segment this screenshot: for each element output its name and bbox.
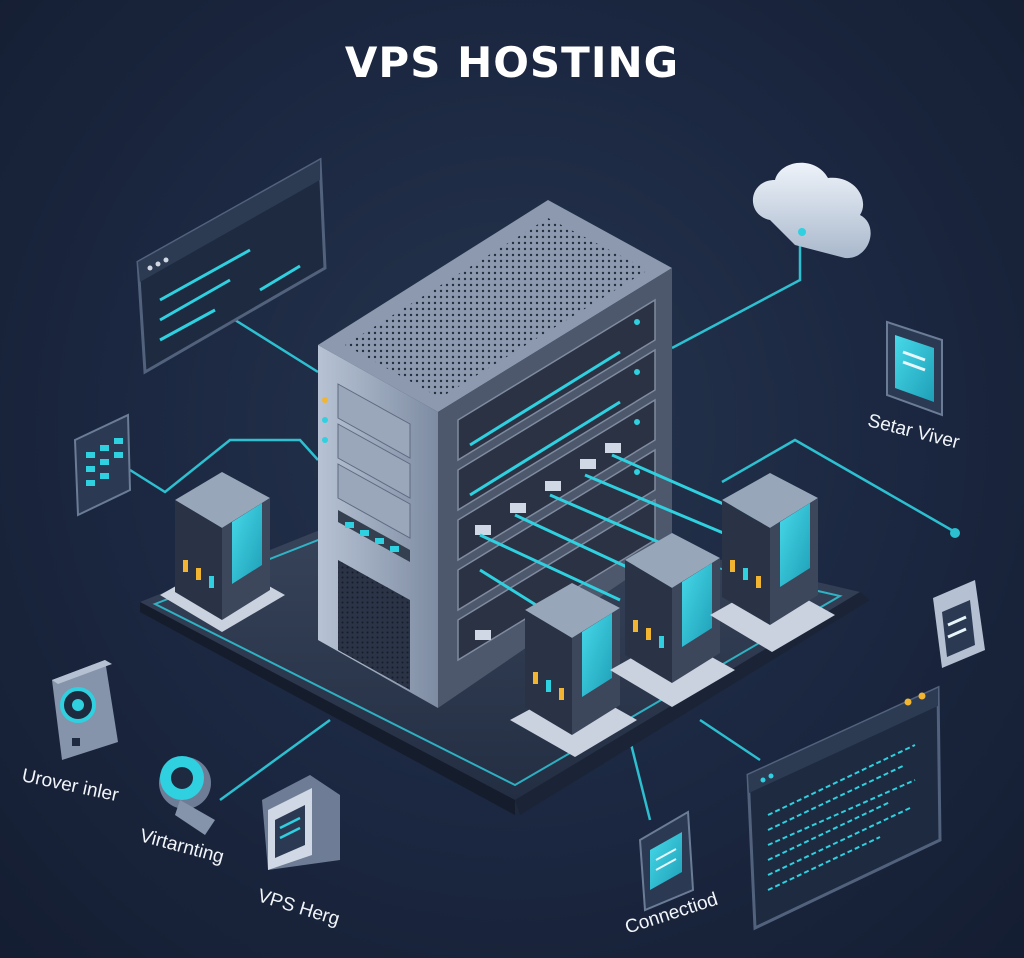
server-screen-icon [886,320,943,417]
vps-unit-right [710,473,835,652]
terminal-window-icon [746,685,942,931]
disk-icon [52,660,118,760]
gear-icon [159,756,215,835]
vps-unit-left [160,472,285,632]
connection-lines [129,235,960,821]
config-icon [638,810,695,912]
cloud-icon [752,162,871,259]
document-icon [262,775,340,870]
vps-unit-middle [610,533,735,707]
server-config-icon [933,580,985,668]
page-title: VPS HOSTING [344,38,680,87]
main-server-tower [318,200,761,708]
browser-window-icon [136,157,327,375]
grid-chip-icon [73,413,132,517]
vps-unit-front [510,583,637,757]
